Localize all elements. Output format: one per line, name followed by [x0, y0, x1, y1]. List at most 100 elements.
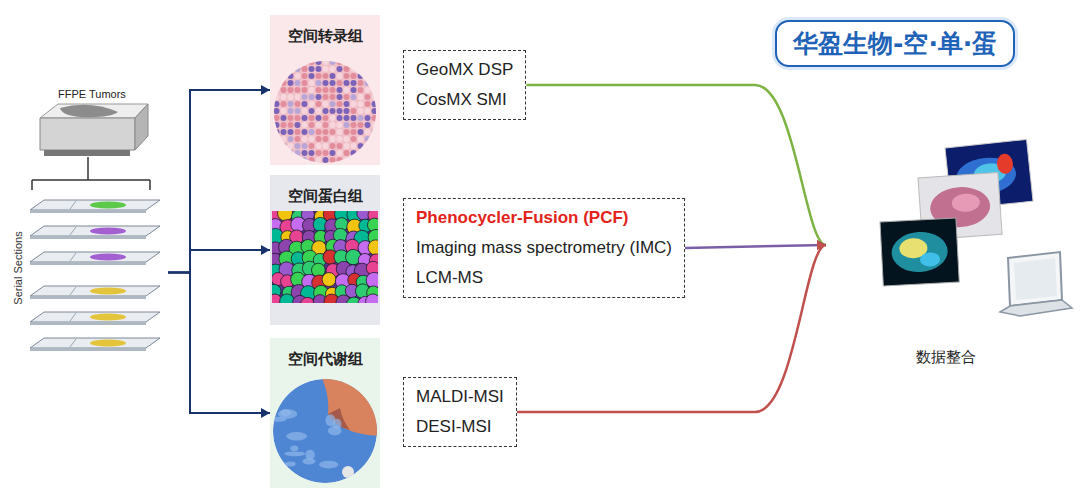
metabolite-map	[270, 374, 380, 483]
spot	[337, 157, 343, 163]
spot	[295, 150, 301, 156]
spot	[323, 87, 329, 93]
spot	[358, 157, 364, 163]
method-box: GeoMX DSPCosMX SMI	[403, 50, 526, 120]
low-region	[270, 417, 287, 422]
spot	[302, 108, 308, 114]
spot	[281, 94, 287, 100]
spot	[358, 136, 364, 142]
spot	[288, 129, 294, 135]
spot	[351, 101, 357, 107]
section-stack: Serial Sections	[8, 190, 168, 355]
spot	[337, 80, 343, 86]
slide-label-line	[70, 287, 76, 295]
spot	[295, 115, 301, 121]
spot	[302, 87, 308, 93]
node-title: 空间蛋白组	[270, 187, 380, 206]
spot	[358, 80, 364, 86]
spot	[372, 129, 378, 135]
spot	[358, 122, 364, 128]
method-name: Imaging mass spectrometry (IMC)	[416, 238, 672, 258]
low-region	[286, 432, 307, 440]
glass-slide	[30, 226, 160, 236]
spot	[309, 94, 315, 100]
spot	[323, 66, 329, 72]
node-title: 空间代谢组	[270, 350, 380, 369]
slide-label-line	[70, 253, 76, 261]
spot	[344, 122, 350, 128]
panel-illustration	[270, 57, 380, 167]
glass-slide	[30, 338, 160, 348]
spot	[351, 129, 357, 135]
cell	[366, 294, 378, 303]
spot	[302, 80, 308, 86]
spot	[281, 150, 287, 156]
low-region	[290, 445, 298, 451]
spot	[330, 143, 336, 149]
spot	[337, 115, 343, 121]
method-name: GeoMX DSP	[416, 60, 513, 80]
spot	[344, 143, 350, 149]
spot	[274, 59, 280, 65]
spot	[365, 73, 371, 79]
low-region	[280, 409, 291, 416]
connector	[168, 90, 270, 273]
spot	[365, 80, 371, 86]
spot	[302, 73, 308, 79]
spot	[309, 59, 315, 65]
spot	[344, 73, 350, 79]
node-title: 空间转录组	[270, 27, 380, 46]
spot	[358, 143, 364, 149]
spot	[302, 59, 308, 65]
spot	[302, 157, 308, 163]
arrow-head	[261, 408, 270, 418]
spot	[358, 115, 364, 121]
slide-edge	[30, 210, 146, 213]
spot	[323, 73, 329, 79]
spot-white	[342, 466, 354, 478]
omics-panel: 空间转录组	[270, 15, 380, 165]
spot	[288, 157, 294, 163]
spot	[288, 143, 294, 149]
spot	[309, 143, 315, 149]
spot	[302, 150, 308, 156]
spot	[323, 59, 329, 65]
spot	[365, 87, 371, 93]
spot	[288, 150, 294, 156]
spot	[295, 136, 301, 142]
spot	[372, 73, 378, 79]
spot	[316, 115, 322, 121]
spot	[302, 101, 308, 107]
cell-map	[272, 211, 378, 303]
glass-slide	[30, 286, 160, 296]
node-title: 华盈生物-空·单·蛋	[793, 27, 997, 60]
glass-slide	[30, 252, 160, 262]
glass-slide	[30, 312, 160, 322]
cell-ground	[272, 211, 378, 303]
spot	[309, 66, 315, 72]
spot	[274, 136, 280, 142]
bracket	[32, 157, 150, 190]
spot	[358, 73, 364, 79]
spot	[274, 94, 280, 100]
spot	[316, 73, 322, 79]
panel-illustration	[272, 211, 378, 303]
high-region	[320, 374, 380, 436]
spot	[365, 129, 371, 135]
spot	[295, 108, 301, 114]
spot	[295, 94, 301, 100]
spot	[309, 150, 315, 156]
spot	[316, 66, 322, 72]
spot	[330, 59, 336, 65]
spot	[365, 108, 371, 114]
spot	[344, 136, 350, 142]
spot	[274, 157, 280, 163]
cell	[300, 297, 315, 303]
spot	[288, 122, 294, 128]
spot	[302, 143, 308, 149]
spot	[302, 136, 308, 142]
spot	[295, 129, 301, 135]
spot	[330, 73, 336, 79]
spot	[288, 66, 294, 72]
spot	[344, 157, 350, 163]
